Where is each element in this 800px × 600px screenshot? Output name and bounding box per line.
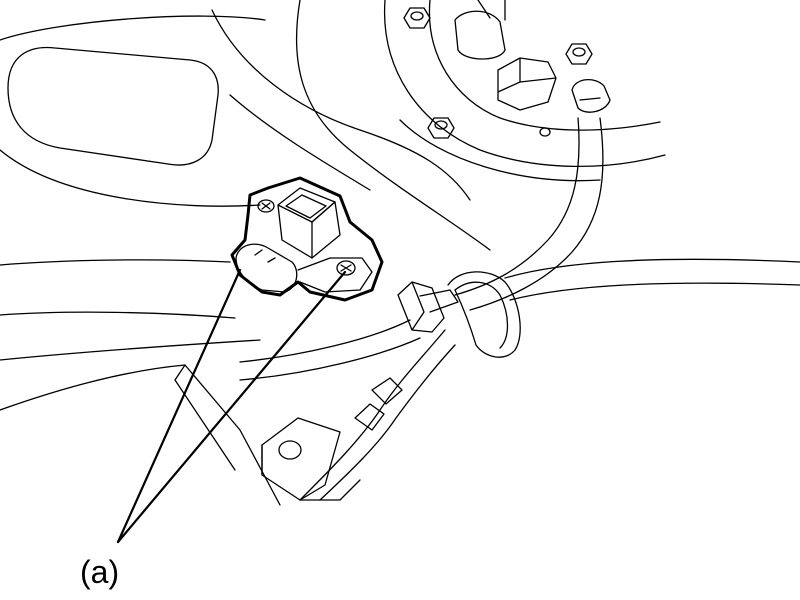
upper-mid-panel <box>295 0 491 251</box>
upper-mid-panel-inner <box>211 9 471 201</box>
leader-to-connector <box>116 268 242 544</box>
cover-nuts <box>403 7 593 139</box>
callout-leader-lines <box>116 268 347 544</box>
nut-left <box>427 117 455 139</box>
harness-clip-2 <box>371 377 403 405</box>
hose-clamp-band <box>447 271 521 358</box>
bracket-plate <box>261 417 361 501</box>
sensor-mounting-bolt-lower <box>336 260 356 276</box>
mid-panel-curve <box>229 94 371 191</box>
sensor-connector <box>235 243 298 293</box>
small-hole <box>539 127 551 137</box>
panel-edge-1 <box>0 259 231 266</box>
cover-outer-rim <box>383 0 666 168</box>
callout-label-a: (a) <box>80 554 120 590</box>
pump-cover <box>383 0 666 182</box>
lower-panel-edge <box>174 364 236 471</box>
harness-clip-1 <box>354 403 385 431</box>
cover-inner-rim <box>428 0 661 131</box>
upper-left-panel <box>7 46 219 166</box>
sensor-body-front <box>311 201 341 259</box>
wire-harness <box>299 329 456 501</box>
fuel-hose-horizontal <box>239 258 800 381</box>
panel-edge-3 <box>0 339 261 361</box>
sensor-body-side <box>277 204 313 259</box>
square-boss <box>497 57 557 111</box>
sensor-outline <box>230 176 384 302</box>
lower-left-panel <box>0 364 281 506</box>
panel-edge-2 <box>0 311 236 319</box>
left-panel-outer <box>0 15 266 41</box>
left-panel-flow <box>0 149 261 207</box>
hose-end-fitting <box>571 79 611 113</box>
sensor-flange <box>297 257 373 293</box>
hose-clamp-left <box>397 281 459 333</box>
bracket-hole <box>278 440 302 460</box>
nut-top <box>403 7 431 29</box>
fuel-connector <box>454 0 506 60</box>
sensor-assembly <box>230 176 384 302</box>
body-panel-contours <box>0 0 491 506</box>
sensor-mounting-bolt-upper <box>257 199 275 213</box>
cover-base-rim <box>399 119 601 182</box>
nut-right <box>565 43 593 65</box>
leader-to-bolt <box>116 270 347 544</box>
fuel-hose-vertical <box>454 79 611 311</box>
sensor-window <box>285 194 327 219</box>
